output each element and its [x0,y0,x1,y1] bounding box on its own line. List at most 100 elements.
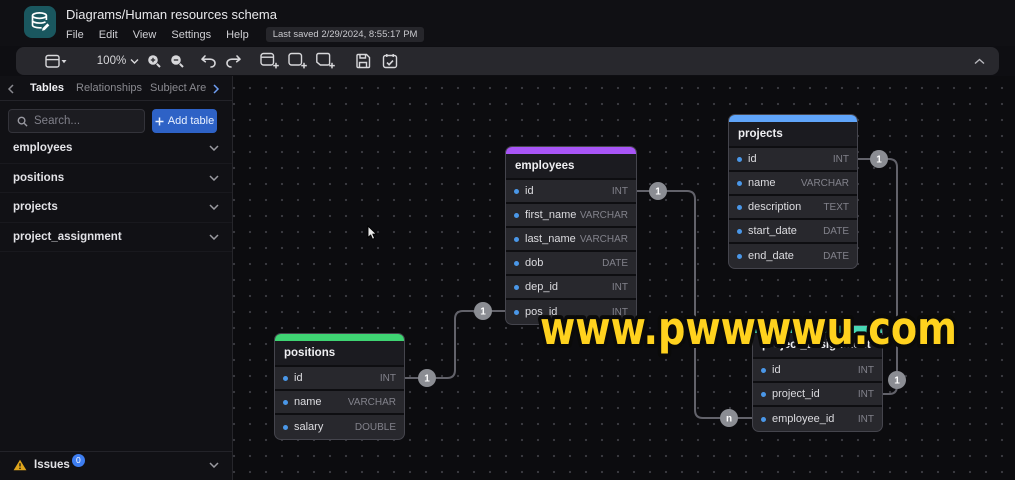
table-name-label: project_assignment [13,230,122,243]
undo-button[interactable] [197,47,219,75]
table-name-label: positions [13,171,65,184]
collapse-toolbar-button[interactable] [967,47,991,75]
menu-edit[interactable]: Edit [98,28,118,41]
field-type: INT [611,306,628,318]
field-dot [737,156,742,162]
issues-count-badge: 0 [71,453,85,467]
tab-subject-are[interactable]: Subject Are [150,82,207,94]
field-name: start_date [748,225,797,237]
add-table-button[interactable] [257,47,283,75]
zoom-level-dropdown[interactable]: 100% [94,47,142,75]
search-placeholder: Search... [34,115,81,127]
field-dot [283,399,288,405]
table-title: employees [506,154,636,180]
field-row-employee_id[interactable]: employee_id INT [753,407,882,431]
field-name: dep_id [525,281,559,293]
add-area-button[interactable] [285,47,311,75]
field-type: INT [857,413,874,425]
search-input[interactable]: Search... [8,109,145,133]
field-name: name [748,177,776,189]
field-type: DATE [602,257,628,269]
last-saved-badge: Last saved 2/29/2024, 8:55:17 PM [265,27,425,42]
field-type: INT [611,185,628,197]
field-dot [737,253,742,259]
field-dot [514,309,519,315]
field-row-end_date[interactable]: end_date DATE [729,244,857,268]
chevron-down-icon[interactable] [209,145,219,152]
field-dot [514,260,519,266]
table-name-label: employees [13,142,73,155]
field-type: INT [832,153,849,165]
menu-settings[interactable]: Settings [171,28,212,41]
chevron-down-icon[interactable] [209,175,219,181]
field-name: project_id [772,388,820,400]
field-dot [514,188,519,194]
field-name: id [294,372,303,384]
sidebar-table-projects[interactable]: projects [0,193,232,223]
field-type: VARCHAR [579,209,628,221]
chevron-down-icon[interactable] [209,234,219,240]
toolbar: 100% [16,47,999,75]
issues-panel[interactable]: Issues 0 [0,451,232,478]
field-name: employee_id [772,413,835,425]
menu-bar: File Edit View Settings Help Last saved 2/29/… [66,26,425,43]
tab-tables[interactable]: Tables [30,82,65,94]
field-name: dob [525,257,544,269]
field-dot [737,228,742,234]
zoom-in-button[interactable] [143,47,165,75]
warning-icon [13,459,27,471]
field-type: VARCHAR [347,396,396,408]
field-dot [514,284,519,290]
save-button[interactable] [351,47,375,75]
table-title: project_assignment [753,333,882,359]
sidebar: Tables Relationships Subject Are Search...… [0,76,233,480]
menu-file[interactable]: File [66,28,84,41]
zoom-out-button[interactable] [166,47,188,75]
sidebar-table-project_assignment[interactable]: project_assignment [0,223,232,252]
app-logo-icon[interactable] [24,6,56,38]
menu-help[interactable]: Help [226,28,249,41]
tabs-scroll-left-icon[interactable] [7,84,15,94]
tab-relationships[interactable]: Relationships [76,82,143,94]
field-row-project_id[interactable]: project_id INT [753,383,882,407]
field-name: end_date [748,250,794,262]
field-type: DATE [823,250,849,262]
table-title: positions [275,341,404,367]
field-type: INT [857,388,874,400]
menu-view[interactable]: View [132,28,157,41]
sidebar-table-positions[interactable]: positions [0,164,232,193]
add-table-sidebar-button[interactable]: Add table [152,109,217,133]
chevron-down-icon[interactable] [209,462,219,468]
field-row-pos_id[interactable]: pos_id INT [506,300,636,324]
chevron-down-icon[interactable] [209,204,219,211]
sidebar-table-employees[interactable]: employees [0,134,232,164]
table-color-bar [753,326,882,333]
field-name: last_name [525,233,576,245]
todo-button[interactable] [378,47,402,75]
add-note-button[interactable] [313,47,339,75]
field-dot [737,204,742,210]
field-row-dob[interactable]: dob DATE [506,252,636,276]
field-dot [514,212,519,218]
view-options-button[interactable] [42,47,70,75]
redo-button[interactable] [222,47,244,75]
field-name: pos_id [525,306,558,318]
tabs-scroll-right-icon[interactable] [212,84,220,94]
